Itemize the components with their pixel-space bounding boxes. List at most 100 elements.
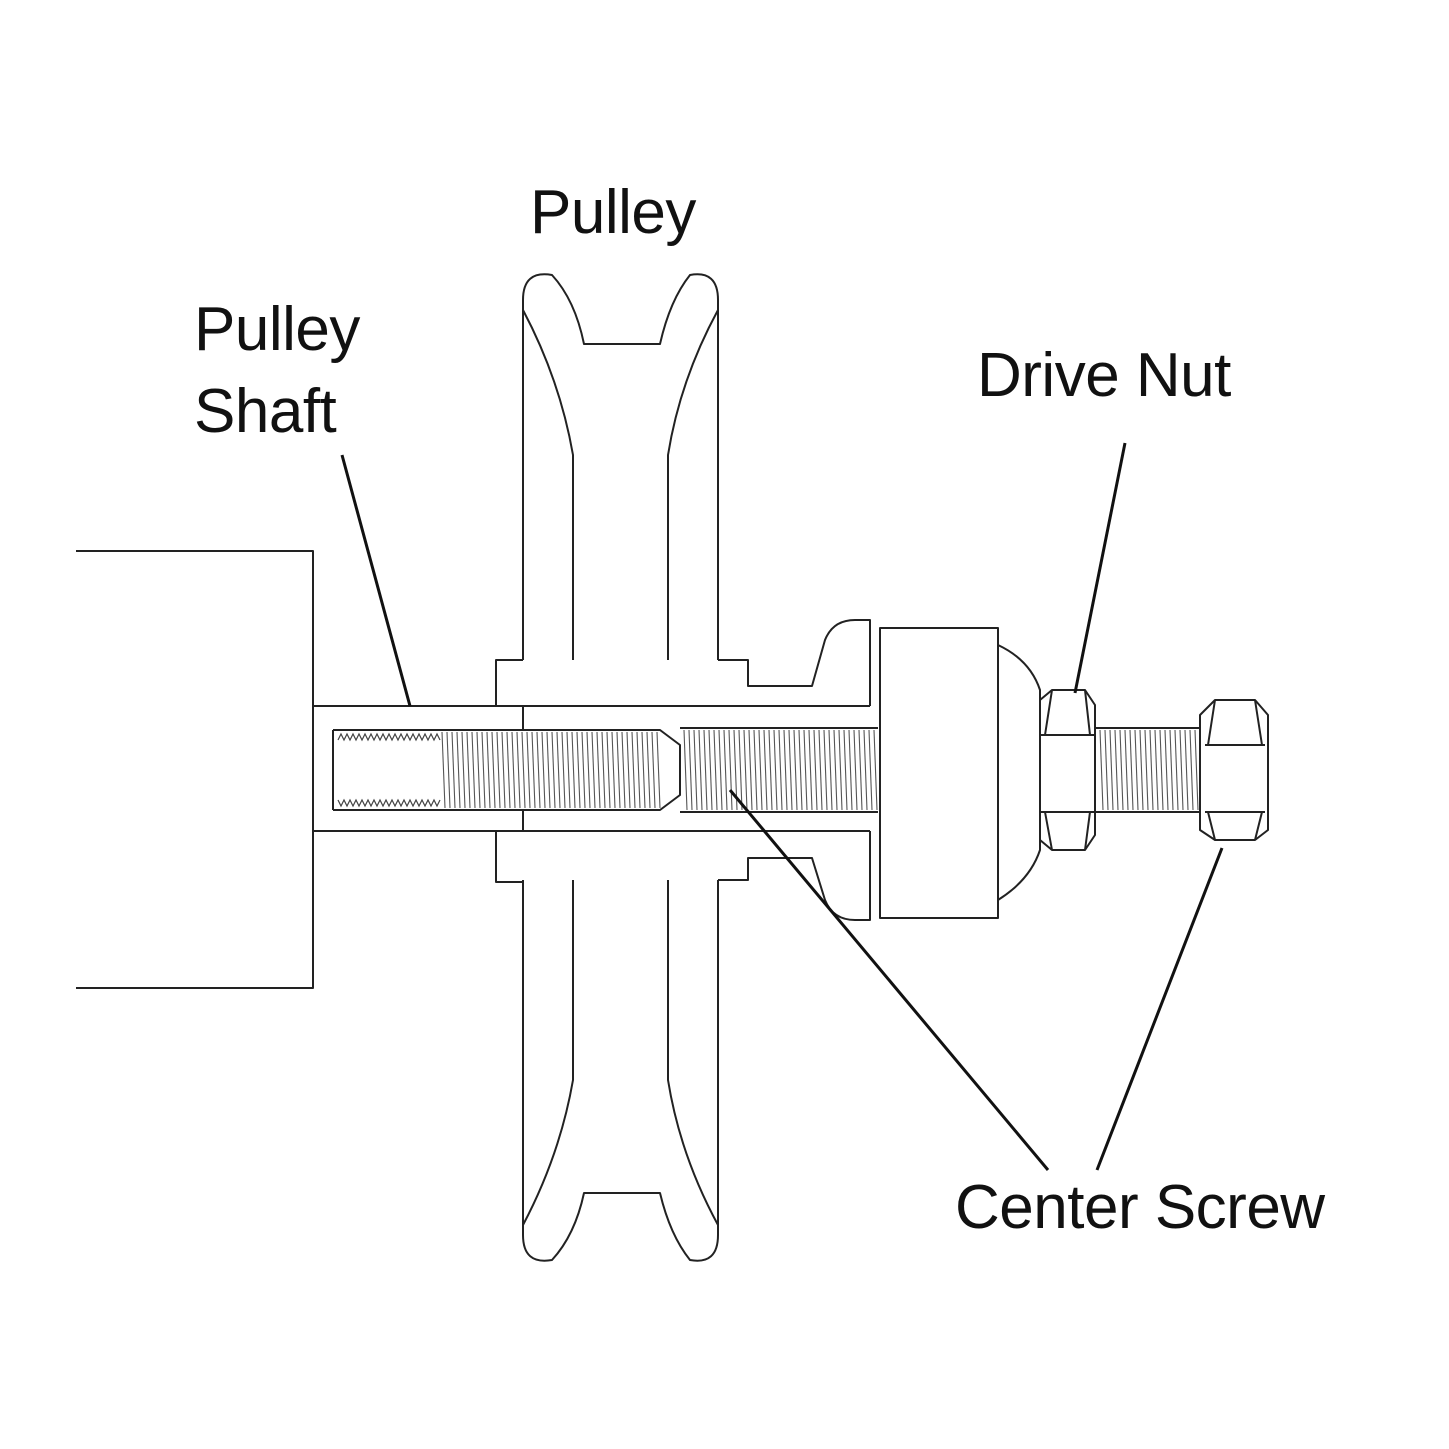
- thread-line: [1129, 729, 1134, 811]
- thread-line: [1124, 729, 1129, 811]
- thread-line: [656, 731, 661, 809]
- thread-line: [793, 729, 798, 811]
- thread-line: [486, 731, 491, 809]
- thread-line: [636, 731, 641, 809]
- thread-line: [337, 798, 441, 808]
- thread-line: [833, 729, 838, 811]
- thread-line: [838, 729, 843, 811]
- thread-line: [823, 729, 828, 811]
- puller-body-cap: [997, 644, 1041, 901]
- thread-line: [586, 731, 591, 809]
- thread-line: [743, 729, 748, 811]
- thread-line: [596, 731, 601, 809]
- thread-line: [551, 731, 556, 809]
- thread-line: [748, 729, 753, 811]
- thread-line: [768, 729, 773, 811]
- thread-line: [753, 729, 758, 811]
- thread-line: [536, 731, 541, 809]
- thread-line: [511, 731, 516, 809]
- thread-line: [456, 731, 461, 809]
- thread-line: [813, 729, 818, 811]
- thread-line: [763, 729, 768, 811]
- thread-line: [1099, 729, 1104, 811]
- thread-line: [471, 731, 476, 809]
- thread-line: [1169, 729, 1174, 811]
- thread-line: [461, 731, 466, 809]
- thread-line: [708, 729, 713, 811]
- thread-line: [818, 729, 823, 811]
- thread-line: [773, 729, 778, 811]
- thread-line: [641, 731, 646, 809]
- puller-body: [879, 627, 999, 919]
- drive-nut-label: Drive Nut: [977, 341, 1231, 410]
- thread-line: [337, 732, 441, 742]
- thread-line: [611, 731, 616, 809]
- thread-line: [506, 731, 511, 809]
- thread-line: [1149, 729, 1154, 811]
- thread-line: [1179, 729, 1184, 811]
- thread-line: [1134, 729, 1139, 811]
- thread-line: [526, 731, 531, 809]
- thread-line: [1164, 729, 1169, 811]
- thread-line: [446, 731, 451, 809]
- center-screw-leader-1: [728, 789, 1050, 1171]
- thread-line: [1194, 729, 1199, 811]
- center-screw-leader-2: [1095, 847, 1224, 1171]
- thread-line: [683, 729, 688, 811]
- thread-line: [616, 731, 621, 809]
- thread-line: [1189, 729, 1194, 811]
- thread-line: [718, 729, 723, 811]
- thread-line: [808, 729, 813, 811]
- center-screw-threads: [332, 727, 878, 813]
- thread-line: [541, 731, 546, 809]
- thread-line: [828, 729, 833, 811]
- thread-line: [713, 729, 718, 811]
- thread-line: [651, 731, 656, 809]
- thread-line: [601, 731, 606, 809]
- thread-line: [798, 729, 803, 811]
- thread-line: [546, 731, 551, 809]
- thread-line: [738, 729, 743, 811]
- pulley-shaft-label-line1: Pulley: [194, 295, 360, 364]
- thread-line: [496, 731, 501, 809]
- thread-line: [621, 731, 626, 809]
- center-screw-head: [1199, 699, 1269, 841]
- thread-line: [803, 729, 808, 811]
- thread-line: [1144, 729, 1149, 811]
- thread-line: [581, 731, 586, 809]
- thread-line: [778, 729, 783, 811]
- pulley-shaft-leader: [340, 454, 412, 707]
- thread-line: [591, 731, 596, 809]
- thread-line: [1104, 729, 1109, 811]
- thread-line: [481, 731, 486, 809]
- thread-line: [873, 729, 878, 811]
- thread-line: [556, 731, 561, 809]
- thread-line: [1184, 729, 1189, 811]
- thread-line: [441, 731, 446, 809]
- thread-line: [723, 729, 728, 811]
- thread-line: [491, 731, 496, 809]
- thread-line: [646, 731, 651, 809]
- thread-line: [531, 731, 536, 809]
- thread-line: [868, 729, 873, 811]
- thread-line: [728, 729, 733, 811]
- pulley-groove-bottom: [522, 880, 719, 1226]
- thread-line: [451, 731, 456, 809]
- thread-line: [703, 729, 708, 811]
- thread-line: [516, 731, 521, 809]
- thread-line: [758, 729, 763, 811]
- thread-line: [1174, 729, 1179, 811]
- thread-line: [466, 731, 471, 809]
- thread-line: [693, 729, 698, 811]
- center-screw-exposed: [1095, 727, 1200, 813]
- housing-block: [76, 550, 314, 989]
- pulley-label: Pulley: [530, 178, 696, 247]
- thread-line: [571, 731, 576, 809]
- thread-line: [561, 731, 566, 809]
- thread-line: [501, 731, 506, 809]
- thread-line: [1139, 729, 1144, 811]
- thread-line: [863, 729, 868, 811]
- thread-line: [788, 729, 793, 811]
- drive-nut-leader: [1073, 442, 1127, 694]
- thread-line: [843, 729, 848, 811]
